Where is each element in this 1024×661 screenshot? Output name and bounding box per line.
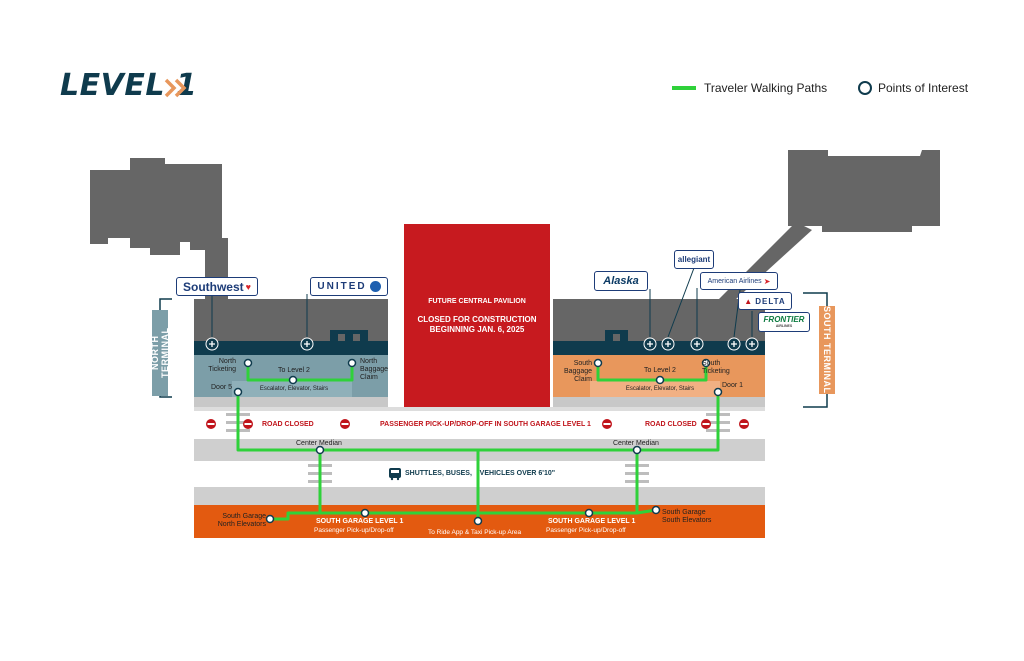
frontier-label: FRONTIER bbox=[763, 315, 805, 324]
united-logo: UNITED bbox=[310, 277, 388, 296]
traveler-walking-paths bbox=[236, 363, 720, 521]
south-escalator-label: Escalator, Elevator, Stairs bbox=[625, 386, 695, 392]
delta-logo: ▲ DELTA bbox=[738, 292, 792, 310]
south-concourse-building bbox=[788, 150, 940, 232]
pavilion-date: BEGINNING JAN. 6, 2025 bbox=[429, 325, 525, 334]
bus-icon bbox=[389, 468, 401, 481]
frontier-sublabel: AIRLINES bbox=[775, 324, 793, 328]
southwest-logo: Southwest ♥ bbox=[176, 277, 258, 296]
road-closed-left-label: ROAD CLOSED bbox=[262, 421, 314, 428]
south-garage-level1-left-label: SOUTH GARAGE LEVEL 1 bbox=[316, 518, 404, 525]
north-terminal-label: NORTH TERMINAL bbox=[150, 327, 170, 379]
pavilion-title: FUTURE CENTRAL PAVILION bbox=[428, 298, 526, 305]
legend-poi-marker-icon bbox=[858, 81, 872, 95]
shuttles-buses-label: SHUTTLES, BUSES, VEHICLES OVER 6'10" bbox=[405, 470, 556, 477]
south-baggage-label: South Baggage Claim bbox=[563, 360, 592, 383]
north-escalator-label: Escalator, Elevator, Stairs bbox=[259, 386, 329, 392]
globe-icon bbox=[369, 281, 381, 292]
delta-label: DELTA bbox=[755, 296, 786, 306]
road-closed-right-label: ROAD CLOSED bbox=[645, 421, 697, 428]
legend-points-of-interest: Points of Interest bbox=[878, 81, 969, 95]
no-entry-signs bbox=[206, 419, 749, 429]
north-ticketing-label: North Ticketing bbox=[208, 358, 236, 373]
heart-icon: ♥ bbox=[245, 281, 251, 292]
alaska-label: Alaska bbox=[603, 275, 639, 287]
center-median-right-label: Center Median bbox=[613, 440, 659, 447]
united-label: UNITED bbox=[317, 281, 367, 292]
south-terminal-tag bbox=[819, 306, 835, 394]
south-door-label: Door 1 bbox=[722, 382, 744, 389]
ride-app-taxi-label: To Ride App & Taxi Pick-up Area bbox=[428, 529, 522, 536]
south-terminal-label: SOUTH TERMINAL bbox=[822, 306, 832, 394]
south-to-level2-label: To Level 2 bbox=[644, 367, 676, 374]
south-ticketing-label: South Ticketing bbox=[702, 360, 730, 375]
north-terminal-dark-band bbox=[194, 341, 388, 355]
north-door-label: Door 5 bbox=[211, 384, 233, 391]
pavilion-closed: CLOSED FOR CONSTRUCTION bbox=[417, 315, 537, 324]
legend-walking-path-swatch bbox=[672, 86, 696, 90]
passenger-pickup-right-label: Passenger Pick-up/Drop-off bbox=[546, 527, 626, 534]
south-terminal-roof bbox=[553, 299, 765, 341]
south-terminal-lower-strip bbox=[553, 397, 765, 407]
north-baggage-label: North Baggage Claim bbox=[360, 358, 389, 381]
double-chevron-icon bbox=[164, 78, 187, 98]
alaska-logo: Alaska bbox=[594, 271, 648, 291]
allegiant-logo: allegiant bbox=[674, 250, 714, 269]
american-airlines-logo: American Airlines ➤ bbox=[700, 272, 778, 290]
south-garage-north-elevators-label: South Garage North Elevators bbox=[217, 513, 266, 528]
north-concourse-building bbox=[90, 158, 228, 300]
north-to-level2-label: To Level 2 bbox=[278, 367, 310, 374]
legend-walking-paths: Traveler Walking Paths bbox=[704, 81, 828, 95]
airline-gate-markers bbox=[205, 337, 759, 351]
allegiant-label: allegiant bbox=[677, 255, 711, 264]
points-of-interest bbox=[233, 358, 723, 526]
southwest-label: Southwest bbox=[182, 279, 244, 294]
road-upper bbox=[194, 409, 765, 439]
north-terminal-tag bbox=[152, 310, 168, 396]
north-terminal-lower-strip bbox=[194, 397, 388, 407]
road-upper-edge bbox=[194, 407, 765, 411]
central-pavilion bbox=[404, 224, 550, 409]
american-airlines-label: American Airlines bbox=[707, 277, 762, 285]
delta-triangle-icon: ▲ bbox=[744, 296, 754, 306]
passenger-pickup-notice: PASSENGER PICK-UP/DROP-OFF IN SOUTH GARA… bbox=[380, 421, 591, 428]
passenger-pickup-left-label: Passenger Pick-up/Drop-off bbox=[314, 527, 394, 534]
frontier-logo: FRONTIER AIRLINES bbox=[758, 312, 810, 332]
eagle-icon: ➤ bbox=[763, 276, 771, 286]
south-garage-south-elevators-label: South Garage South Elevators bbox=[662, 509, 712, 524]
south-garage-level1-right-label: SOUTH GARAGE LEVEL 1 bbox=[548, 518, 636, 525]
center-median-left-label: Center Median bbox=[296, 440, 342, 447]
north-terminal-roof bbox=[194, 299, 388, 341]
